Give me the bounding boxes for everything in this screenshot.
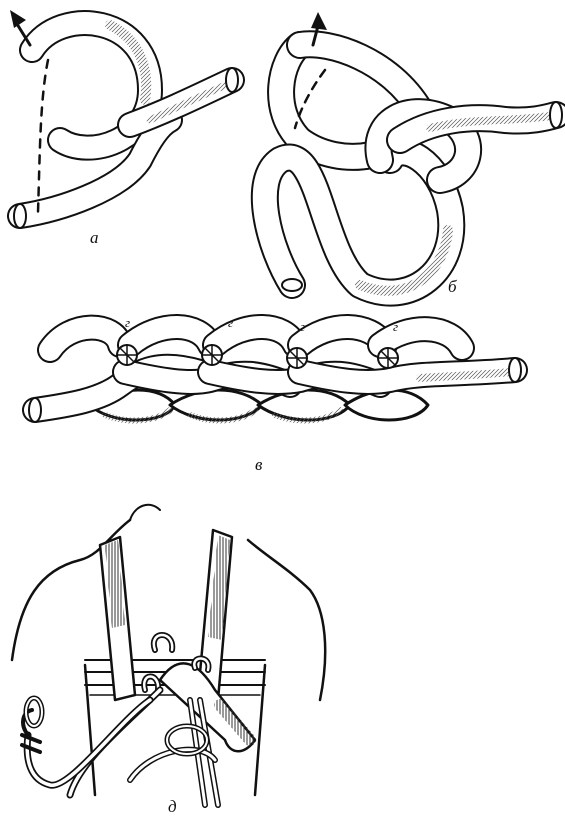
panel-label-b: б [448, 277, 457, 296]
panel-v: г г г г в [29, 315, 521, 474]
panel-label-a: а [90, 228, 99, 247]
chain-marker: г [228, 315, 233, 330]
toggle-pin-icon [378, 348, 398, 368]
panel-label-d: д [168, 797, 177, 816]
toggle-pin-icon [202, 345, 222, 365]
panel-b: б [265, 12, 562, 296]
shoulder-strap-left [100, 537, 135, 700]
chain-marker: г [393, 319, 398, 334]
toggle-pin-icon [117, 345, 137, 365]
chain-marker: г [300, 319, 305, 334]
arrow-up-icon [10, 10, 30, 45]
panel-label-v: в [255, 455, 263, 474]
toggle-pin-icon [287, 348, 307, 368]
panel-d: д [12, 505, 325, 816]
chain-marker: г [125, 315, 130, 330]
panel-a: а [10, 10, 238, 247]
chain-upper-loops [50, 327, 462, 350]
